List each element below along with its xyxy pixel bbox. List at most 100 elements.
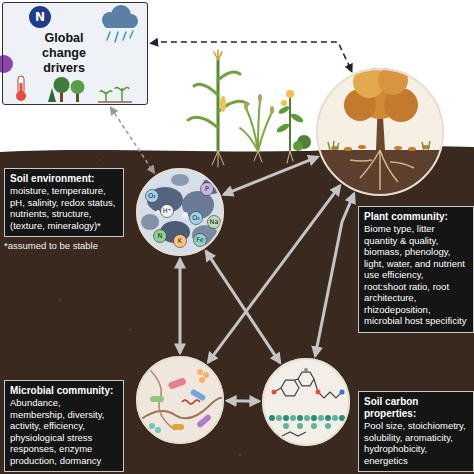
element-symbol: N bbox=[158, 233, 163, 240]
soil-speckles bbox=[58, 298, 62, 302]
plant-circle-art bbox=[408, 147, 416, 151]
microbe-art bbox=[168, 377, 187, 390]
microbial-community-circle: Microbial community:Abundance, membershi… bbox=[136, 356, 224, 444]
plant-circle-art bbox=[344, 147, 352, 151]
caption-box: Plant community:Biome type, litter quant… bbox=[358, 206, 474, 333]
caption-box: Soil environment:moisture, temperature, … bbox=[4, 168, 124, 237]
relation-arrow bbox=[111, 108, 154, 173]
soil-aggregate-art bbox=[141, 214, 159, 230]
crop-plants bbox=[217, 60, 220, 151]
relation-arrow bbox=[151, 42, 352, 71]
driver-icons bbox=[104, 20, 136, 28]
driver-icons bbox=[0, 5, 138, 102]
soil-aggregate-art bbox=[156, 210, 160, 214]
crop-plants bbox=[240, 100, 272, 151]
footnote: *assumed to be stable bbox=[4, 241, 98, 251]
carbon-molecule-art bbox=[340, 390, 345, 395]
ion-dots bbox=[208, 216, 221, 229]
ion-dots bbox=[146, 190, 159, 203]
microbe-art bbox=[196, 414, 212, 429]
nutrient-icon-label: N bbox=[35, 11, 45, 23]
heading-text: Microbial community: bbox=[10, 385, 118, 397]
microbe-art bbox=[182, 400, 200, 404]
carbon-molecule-art bbox=[325, 423, 331, 429]
plant-circle-art bbox=[358, 145, 366, 149]
microbe-art bbox=[155, 427, 161, 433]
ion-dots bbox=[161, 205, 174, 218]
crop-plants bbox=[270, 106, 274, 114]
driver-icons bbox=[16, 91, 26, 101]
microbe-art bbox=[172, 424, 184, 430]
carbon-molecule-art bbox=[297, 423, 303, 429]
soil-speckles bbox=[99, 159, 102, 162]
crop-plants bbox=[220, 96, 226, 112]
heading-text: Plant community: bbox=[364, 211, 468, 223]
driver-icons bbox=[100, 91, 112, 102]
carbon-molecule-art bbox=[311, 415, 317, 421]
soil-ground bbox=[0, 146, 474, 474]
crop-plants bbox=[275, 122, 290, 134]
soil-aggregate-art bbox=[182, 212, 188, 218]
carbon-molecule-art bbox=[276, 415, 338, 429]
carbon-molecule-art bbox=[269, 415, 275, 421]
ion-dots bbox=[146, 183, 221, 248]
soil-carbon-circle: Soil carbon properties:Pool size, stoich… bbox=[262, 358, 350, 446]
carbon-molecule-art bbox=[311, 423, 317, 429]
relation-arrow bbox=[208, 186, 340, 363]
plant-community-circle: Plant community:Biome type, litter quant… bbox=[316, 68, 444, 196]
carbon-molecule-art bbox=[339, 415, 345, 421]
relation-arrow bbox=[224, 157, 318, 195]
plant-circle-art bbox=[316, 65, 444, 200]
driver-icons bbox=[71, 80, 85, 94]
driver-icons bbox=[123, 32, 126, 40]
crop-plants bbox=[258, 94, 262, 102]
driver-icons bbox=[98, 101, 132, 103]
microbe-art bbox=[150, 370, 175, 430]
driver-icons bbox=[115, 32, 118, 42]
plant-circle-art bbox=[331, 145, 430, 151]
body-text: moisture, temperature, pH, salinity, red… bbox=[10, 185, 118, 231]
soil-aggregate-art bbox=[136, 168, 224, 256]
carbon-molecule-art bbox=[283, 415, 289, 421]
node-label: Global change drivers bbox=[33, 31, 95, 76]
element-symbol: Na bbox=[210, 219, 219, 226]
crop-plants bbox=[289, 96, 291, 151]
microbe-art bbox=[150, 396, 164, 402]
carbon-molecule-art bbox=[272, 390, 277, 395]
crop-plants bbox=[289, 112, 304, 124]
element-symbol: O₂ bbox=[192, 215, 200, 222]
body-text: Abundance, membership, diversity, activi… bbox=[10, 397, 118, 466]
caption-box: Microbial community:Abundance, membershi… bbox=[4, 380, 124, 472]
element-symbol: P bbox=[205, 186, 209, 193]
carbon-molecule-art bbox=[262, 358, 350, 446]
ion-dots bbox=[190, 212, 203, 225]
carbon-molecule-art bbox=[298, 372, 314, 386]
ion-dots bbox=[154, 230, 167, 243]
element-symbol: O₂ bbox=[148, 193, 156, 200]
driver-icons bbox=[48, 88, 56, 102]
crop-plants bbox=[188, 72, 248, 128]
element-symbol: Fe bbox=[196, 237, 203, 244]
microbe-art bbox=[197, 369, 203, 375]
soil-aggregate-art bbox=[136, 168, 224, 256]
relation-arrow bbox=[227, 399, 259, 403]
crop-plants bbox=[188, 50, 311, 167]
plant-circle-art bbox=[328, 141, 430, 150]
crop-plants bbox=[293, 141, 303, 151]
carbon-molecule-art bbox=[290, 415, 296, 421]
caption-box: Soil carbon properties:Pool size, stoich… bbox=[358, 391, 474, 472]
soil-aggregate-art bbox=[171, 174, 189, 186]
carbon-molecule-art bbox=[304, 368, 308, 372]
carbon-molecule-art bbox=[295, 379, 299, 380]
crop-plants bbox=[281, 100, 287, 106]
crop-plants bbox=[212, 151, 293, 167]
crop-plants bbox=[286, 90, 294, 98]
carbon-molecule-art bbox=[269, 415, 345, 421]
driver-icons bbox=[54, 77, 70, 93]
carbon-molecule-art bbox=[325, 415, 331, 421]
element-symbol: K bbox=[178, 238, 182, 245]
microbe-art bbox=[203, 372, 209, 378]
relation-arrow bbox=[315, 194, 354, 356]
